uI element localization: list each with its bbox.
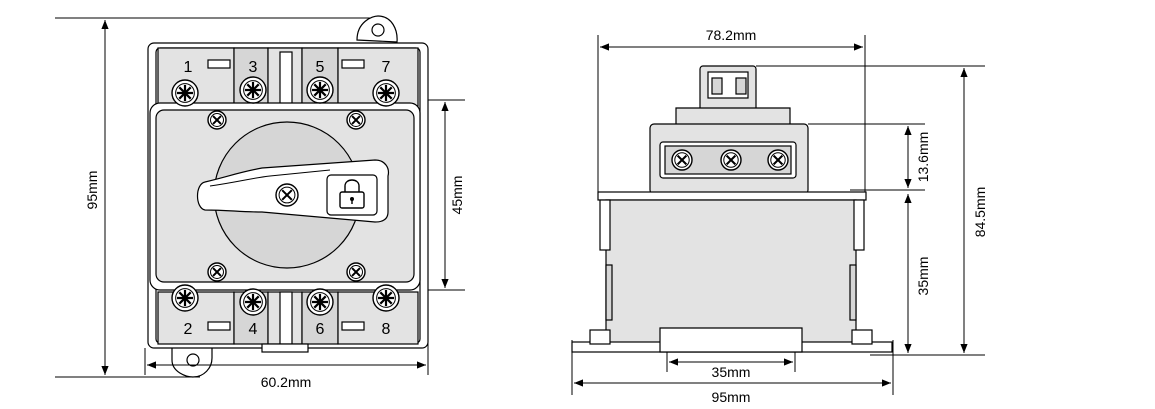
total-height-dimension-label: 84.5mm bbox=[972, 187, 988, 238]
rail-dimension-label: 35mm bbox=[712, 364, 751, 380]
terminal-block-bottom bbox=[157, 291, 419, 353]
screw-icon bbox=[207, 262, 227, 282]
terminal-number-4: 4 bbox=[249, 321, 258, 338]
side-screws bbox=[671, 149, 789, 171]
din-rail-clip bbox=[659, 327, 803, 353]
terminal-number-1: 1 bbox=[184, 59, 193, 76]
main-body bbox=[605, 199, 857, 345]
terminal-number-5: 5 bbox=[316, 59, 325, 76]
screw-icon bbox=[239, 76, 267, 104]
lower-height-dimension-label: 35mm bbox=[915, 257, 931, 296]
terminal-number-7: 7 bbox=[382, 59, 391, 76]
screw-icon bbox=[306, 76, 334, 104]
mounting-hole-icon bbox=[186, 353, 200, 367]
screw-icon bbox=[171, 79, 199, 107]
top-width-dimension-label: 78.2mm bbox=[706, 27, 757, 43]
screw-icon bbox=[671, 149, 693, 171]
padlock-icon bbox=[339, 179, 365, 209]
terminal-number-2: 2 bbox=[184, 321, 193, 338]
screw-icon bbox=[372, 284, 400, 312]
front-view: 1 3 5 7 2 4 6 8 95mm 60.2mm 45mm bbox=[55, 15, 465, 390]
screw-icon bbox=[346, 110, 366, 130]
upper-height-dimension-label: 13.6mm bbox=[915, 132, 931, 183]
base-width-dimension-label: 95mm bbox=[712, 389, 751, 405]
front-screws bbox=[171, 76, 400, 316]
height-dimension-label: 95mm bbox=[84, 171, 100, 210]
mounting-hole-icon bbox=[371, 23, 385, 37]
screw-icon bbox=[207, 110, 227, 130]
width-dimension-label: 60.2mm bbox=[261, 374, 312, 390]
screw-icon bbox=[239, 288, 267, 316]
screw-icon bbox=[275, 183, 299, 207]
screw-icon bbox=[720, 149, 742, 171]
screw-icon bbox=[306, 288, 334, 316]
side-view: 78.2mm 13.6mm 35mm 84.5mm 35mm 95mm bbox=[571, 27, 988, 405]
terminal-number-8: 8 bbox=[382, 321, 391, 338]
handle-base bbox=[675, 107, 791, 127]
center-dimension-label: 45mm bbox=[449, 176, 465, 215]
screw-icon bbox=[372, 79, 400, 107]
screw-icon bbox=[346, 262, 366, 282]
terminal-number-6: 6 bbox=[316, 321, 325, 338]
screw-icon bbox=[171, 284, 199, 312]
body-flange bbox=[597, 191, 867, 201]
screw-icon bbox=[767, 149, 789, 171]
terminal-number-3: 3 bbox=[249, 59, 258, 76]
